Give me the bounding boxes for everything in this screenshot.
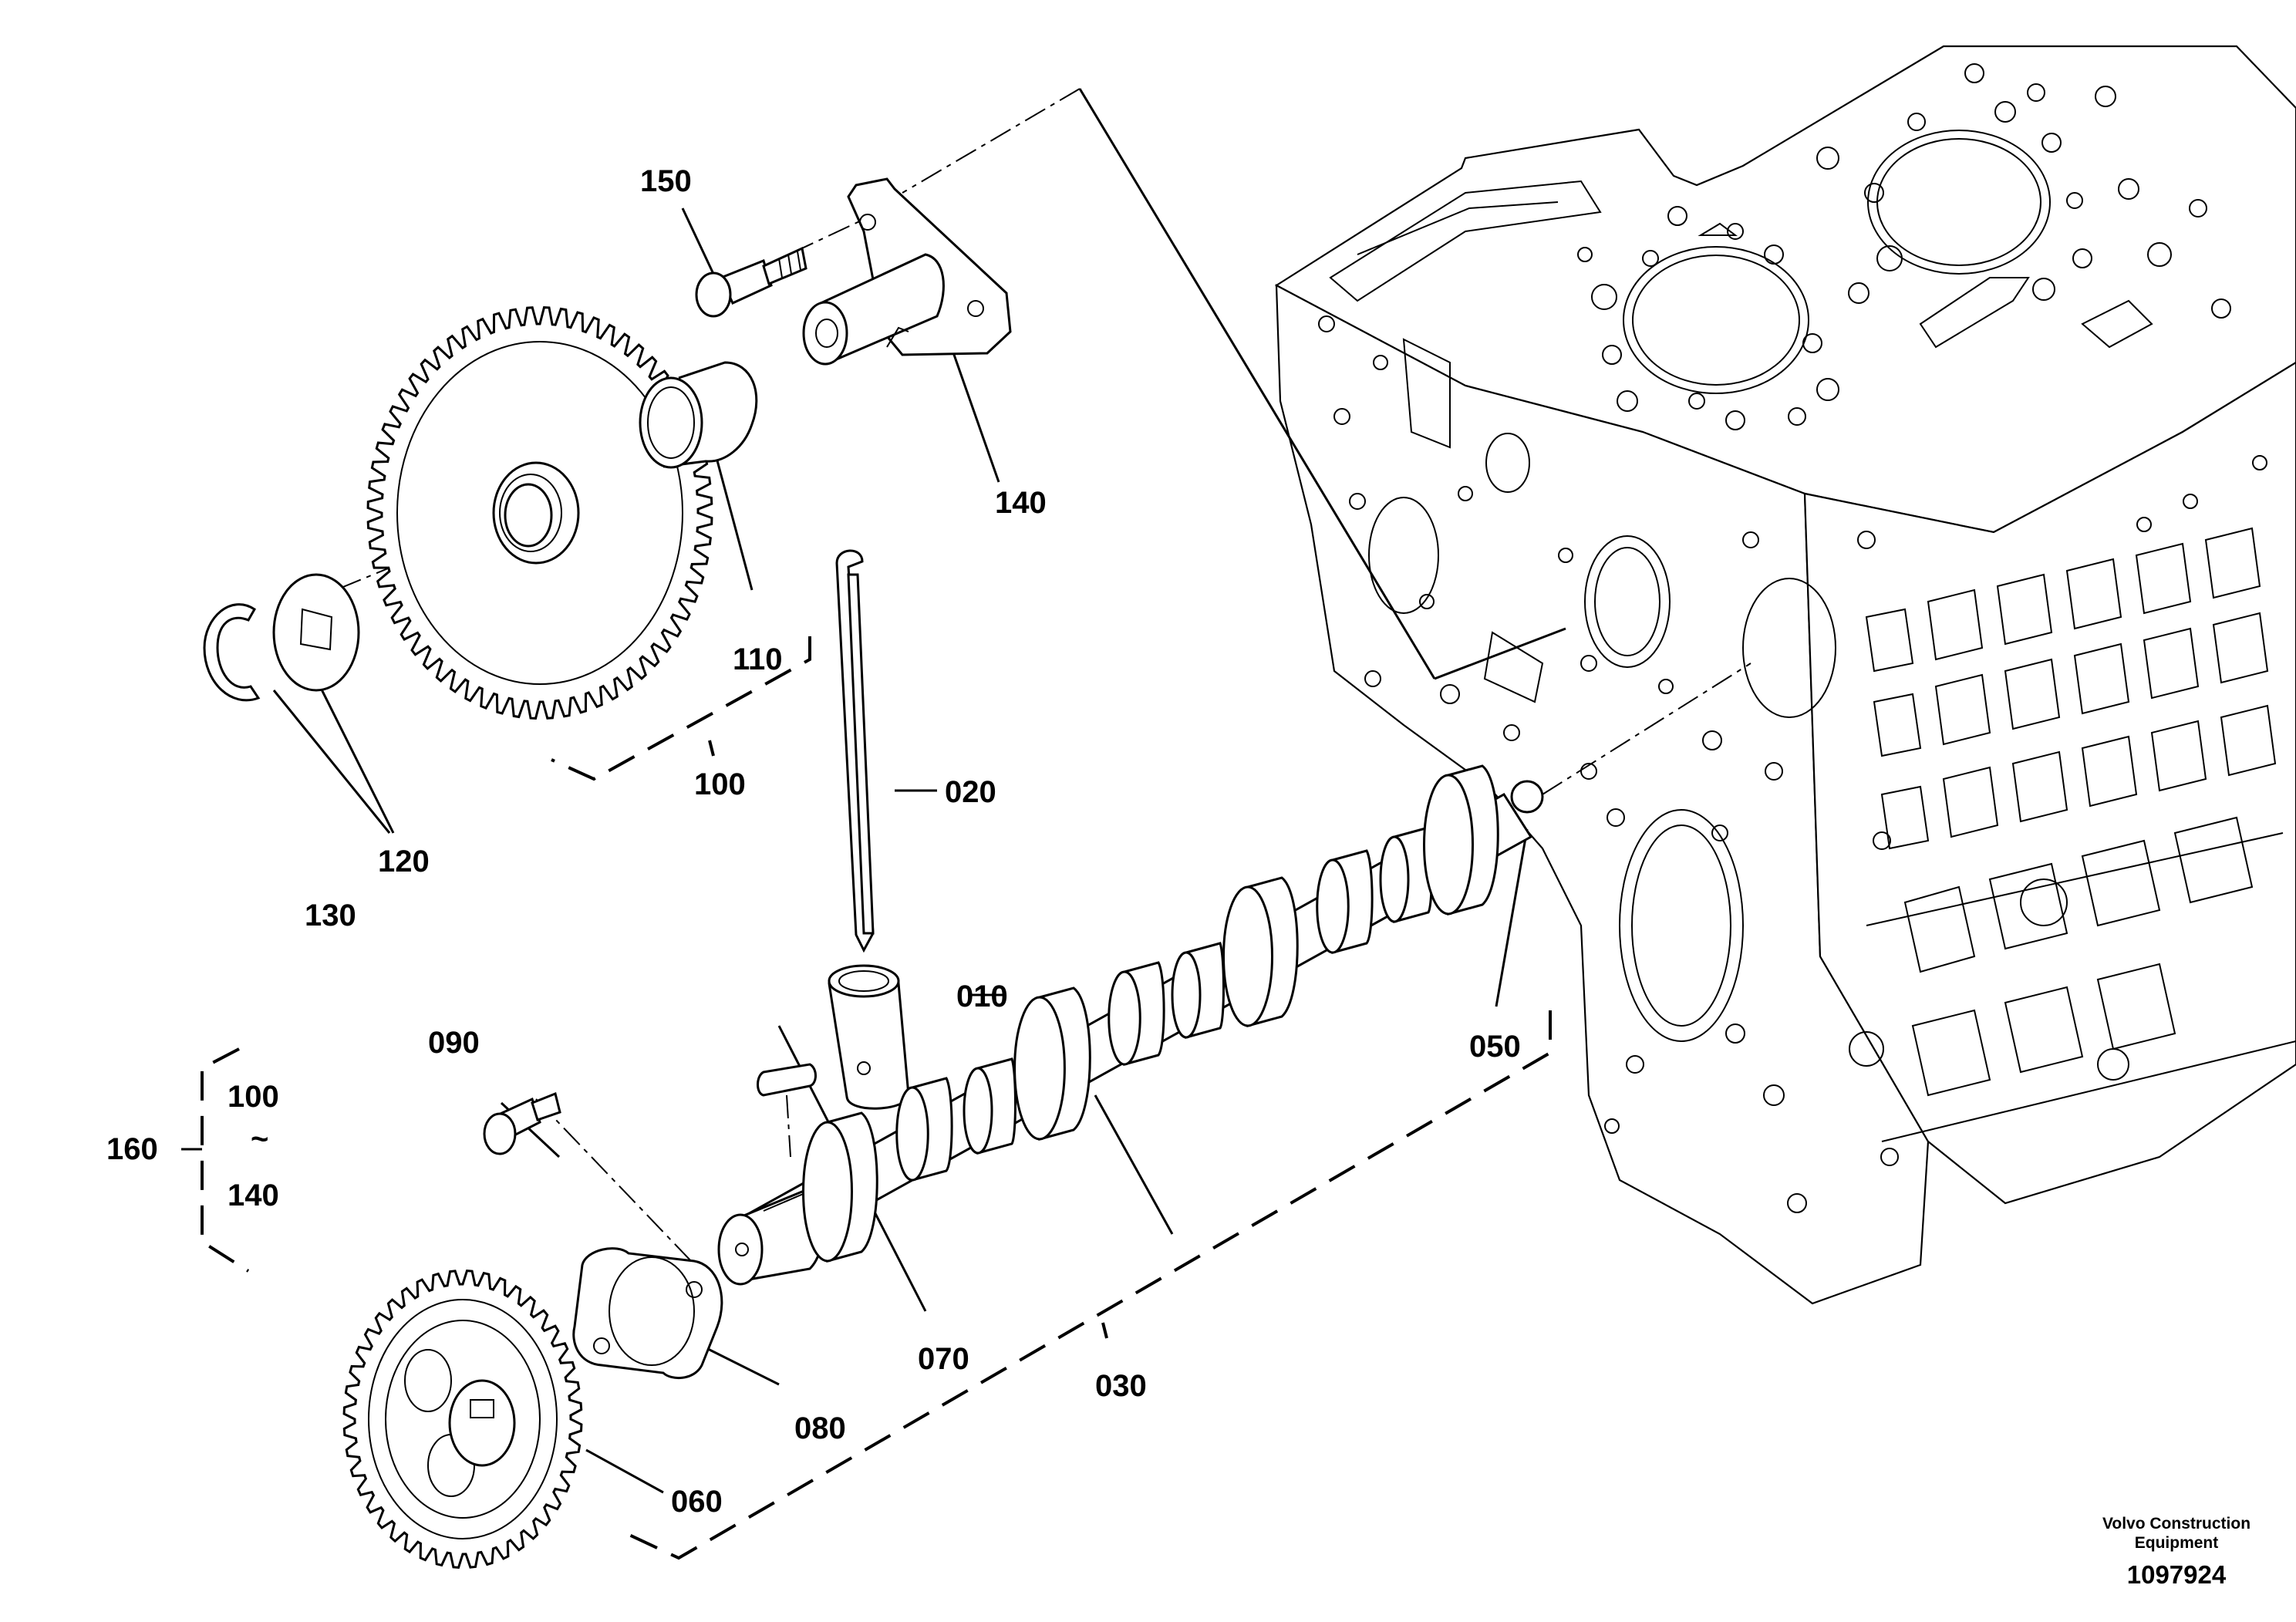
label-030: 030 xyxy=(1095,1369,1147,1403)
thrust-plate xyxy=(572,1247,723,1380)
label-160: 160 xyxy=(106,1132,158,1166)
label-060: 060 xyxy=(671,1485,723,1519)
circlip xyxy=(203,603,261,702)
thrust-washer xyxy=(272,573,360,692)
label-140: 140 xyxy=(995,486,1047,520)
tappet xyxy=(828,964,910,1110)
label-090: 090 xyxy=(428,1026,480,1060)
document-number: 1097924 xyxy=(2127,1560,2227,1589)
label-020: 020 xyxy=(945,775,996,809)
bolt-090 xyxy=(483,1091,561,1155)
label-080: 080 xyxy=(794,1411,846,1445)
footer: Volvo Construction Equipment 1097924 xyxy=(2102,1515,2250,1589)
label-160-range-tilde: ~ xyxy=(251,1122,268,1156)
label-070: 070 xyxy=(918,1342,969,1376)
cam-lobe-face xyxy=(1222,885,1273,1027)
cam-lobe-face xyxy=(1171,951,1202,1039)
cam-lobe-face xyxy=(1423,774,1474,916)
label-160-range-end: 140 xyxy=(228,1179,279,1212)
cam-lobe-face xyxy=(1379,835,1410,923)
label-010: 010 xyxy=(956,980,1008,1013)
brand-name: Volvo Construction xyxy=(2102,1515,2250,1533)
label-100: 100 xyxy=(694,767,746,801)
idler-shaft-bracket xyxy=(802,177,1012,366)
part-labels: 150 140 110 100 120 130 020 010 050 090 … xyxy=(106,164,1521,1519)
label-130: 130 xyxy=(305,899,356,932)
feather-key xyxy=(757,1063,817,1158)
label-050: 050 xyxy=(1469,1030,1521,1064)
label-110: 110 xyxy=(733,642,783,676)
brand-subtitle: Equipment xyxy=(2135,1534,2219,1552)
assembly-brackets xyxy=(201,636,1552,1560)
bolt-150 xyxy=(695,246,807,318)
label-120: 120 xyxy=(378,845,430,878)
camshaft-gear xyxy=(342,1270,583,1569)
cam-lobe-face xyxy=(1013,996,1066,1141)
camshaft xyxy=(717,764,1544,1286)
bushing xyxy=(639,361,758,469)
label-160-range-start: 100 xyxy=(228,1080,279,1114)
cam-lobe-face xyxy=(963,1067,993,1155)
push-rod xyxy=(835,549,875,953)
cam-lobe-face xyxy=(895,1086,929,1182)
cam-lobe-face xyxy=(1108,970,1141,1066)
engine-block xyxy=(1274,45,2296,1305)
cam-lobe-face xyxy=(1316,858,1350,954)
idler-gear xyxy=(366,306,713,720)
label-150: 150 xyxy=(640,164,692,198)
cam-lobe-face xyxy=(802,1121,853,1263)
